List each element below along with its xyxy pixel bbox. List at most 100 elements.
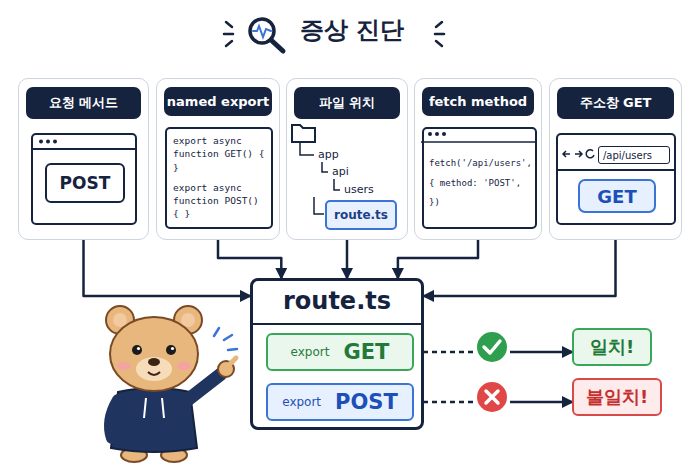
bear-mascot-part [137,347,140,350]
code-panel: export async function GET() { } export as… [165,127,273,229]
browser-frame-part [557,134,675,224]
box-text: export async function POST() { } [173,181,265,221]
bear-mascot-part [110,400,118,438]
connector-line [398,240,478,278]
code-window-bar-part [421,141,536,143]
diagram-title: 증상 진단 [300,14,404,46]
browser-frame [557,134,675,224]
box-heading: 파일 위치 [294,87,400,119]
connector-arrow [414,402,572,403]
browser-frame-part [575,151,582,157]
box-heading: 요청 메서드 [26,87,141,119]
box-text: GET [597,186,636,207]
export-pill: export POST [266,383,414,421]
box-heading: 주소창 GET [557,87,674,119]
browser-frame-part [32,134,136,224]
bear-mascot-part [117,362,131,370]
connector-line [510,401,572,404]
result-box: 일치! [572,328,652,366]
method-button: POST [45,163,125,203]
connector-arrow [398,240,478,278]
check-card: named export export async function GET() … [156,78,280,240]
browser-frame-part [557,169,675,171]
box-text: route.ts [334,208,388,222]
browser-frame-part [53,140,57,144]
bear-mascot-part [181,313,195,327]
check-card: 요청 메서드 POST [18,78,149,240]
browser-frame [32,134,136,224]
connector-arrow [218,240,281,278]
result-box: 불일치! [572,378,662,416]
bear-mascot-part [148,372,160,375]
route-file-box: route.tsexportGETexportPOST [250,278,424,430]
connector-arrow [84,240,251,296]
bear-mascot-part [132,345,142,355]
tree-label: users [344,183,374,196]
box-heading: named export [164,87,272,116]
bear-mascot-part [144,398,146,418]
title-icon-part [435,33,444,36]
title-icon-part [224,33,233,36]
code-window-bar [421,132,536,142]
code-window-bar-part [435,132,439,136]
title-icon-part [436,22,442,27]
bear-mascot-part [136,357,172,381]
match-icons-part [477,332,507,362]
code-window-bar-part [442,132,446,136]
box-text: 일치! [590,335,634,359]
folder-tree-part [300,143,314,155]
address-bar: /api/users [598,146,670,164]
browser-frame-part [586,150,594,158]
box-text: POST [335,390,398,414]
box-text: POST [60,173,111,193]
box-heading: fetch method [422,87,534,116]
connector-arrow [414,352,572,353]
folder-tree-part [322,162,328,172]
connector-line [510,351,572,354]
box-text: export [291,345,330,359]
connector-line [218,240,281,278]
check-card: fetch method fetch('/api/users', { method… [414,78,542,240]
connector-arrow [424,240,616,296]
bear-mascot-part [148,358,160,366]
match-icons-part [486,391,498,403]
match-icons [477,332,507,412]
bear-mascot-part [185,374,221,402]
box-text: export [282,395,321,409]
box-text: /api/users [603,150,652,161]
folder-tree-part [334,179,340,190]
bear-mascot-part [229,358,236,365]
export-pill: exportGET [266,333,414,371]
browser-frame-part [46,140,50,144]
file-box: route.ts [325,200,397,230]
connector-line [84,240,251,296]
title-icon-part [226,41,232,46]
bear-mascot-part [110,317,198,391]
connector-arrow [347,240,348,278]
tree-label: app [318,148,339,161]
browser-frame-part [39,140,43,144]
title-icon-part [271,40,283,51]
code-window: fetch('/api/users', { method: 'POST', }) [422,127,537,229]
code-window-bar-part [428,132,432,136]
browser-frame-part [32,148,136,150]
match-icons-part [477,382,507,412]
match-icons-part [484,341,500,353]
check-card: 주소창 GET/api/usersGET [549,78,682,240]
connector-line [424,240,616,296]
browser-frame-part [563,151,570,157]
title-icon-part [226,22,232,27]
title-icon-part [436,41,442,46]
method-button: GET [578,179,656,213]
bear-mascot-part [214,328,237,350]
box-heading: route.ts [253,281,421,325]
bear-mascot-part [166,345,176,355]
check-card: 파일 위치 route.ts [286,78,408,240]
bear-mascot-part [171,347,174,350]
bear-mascot-part [113,313,127,327]
box-text: export async function GET() { } [173,134,265,174]
bear-mascot-part [177,362,191,370]
tree-label: api [332,165,349,178]
box-text: 불일치! [586,385,648,409]
